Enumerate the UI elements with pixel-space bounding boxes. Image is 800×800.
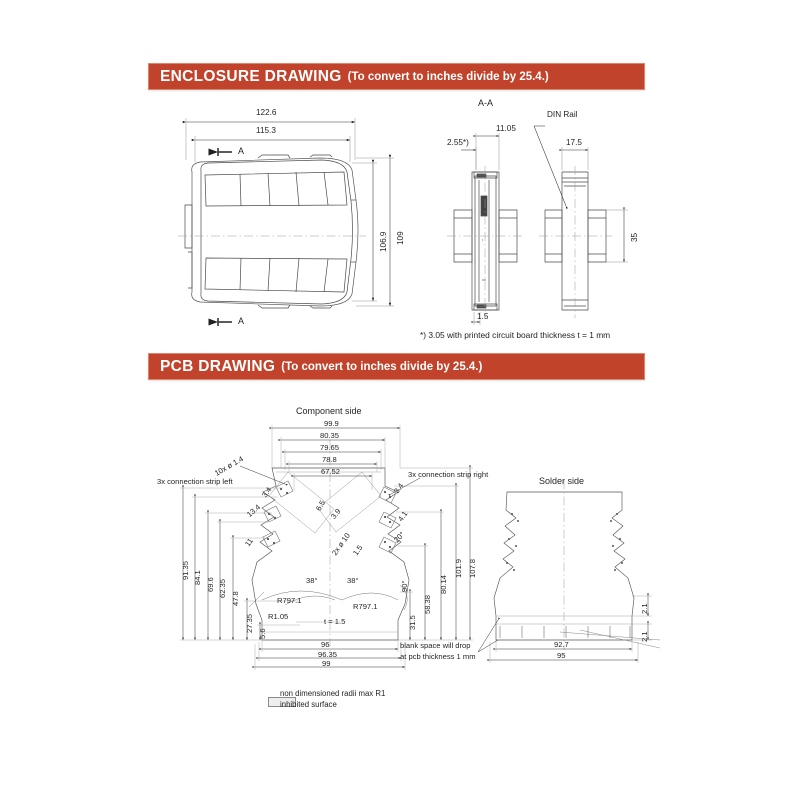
dim-din-depth: 17.5	[566, 138, 582, 147]
dim-section-pcb-slot: 2.55*)	[447, 138, 469, 147]
note-blank-drop-line1: blank space will drop	[400, 641, 471, 650]
note-blank-drop-line2: at pcb thickness 1 mm	[400, 652, 476, 661]
dim-pcb-left-6: 5.6	[258, 628, 267, 639]
section-title-pcb: PCB DRAWING	[160, 357, 276, 375]
dim-pcb-small-3: 3.9	[329, 506, 343, 521]
angle-pcb-0: 38°	[306, 576, 318, 585]
radius-pcb-0: R797.1	[277, 596, 302, 605]
dim-pcb-left-2: 69.6	[206, 577, 215, 592]
dim-pcb-right-2: 80.14	[439, 574, 448, 594]
drop-hatch	[499, 626, 631, 638]
dim-pcb-top-0: 99.9	[324, 419, 339, 428]
angle-pcb-2: 90°	[400, 580, 409, 592]
dim-pcb-small-4: 4.1	[396, 509, 410, 524]
dim-solder-2: 2.1	[640, 603, 649, 614]
dim-pcb-right-4: 31.5	[408, 615, 417, 630]
pcb-thickness-note: t = 1.5	[324, 617, 346, 626]
dim-pcb-small-5: 1.5	[351, 543, 365, 558]
dim-pcb-right-1: 101.9	[454, 558, 463, 578]
dim-pcb-right-3: 58.38	[423, 594, 432, 614]
dim-solder-3: 2.1	[640, 631, 649, 642]
pcb-component-side-title: Component side	[296, 406, 362, 416]
section-mark-a-top: A	[238, 146, 245, 156]
note-hole-diameter: 10x ø 1.4	[213, 454, 245, 478]
dim-pcb-left-5: 27.35	[245, 613, 254, 633]
callout-din-rail: DIN Rail	[547, 110, 578, 119]
enclosure-footnote: *) 3.05 with printed circuit board thick…	[420, 330, 611, 340]
dim-pcb-small-7: 3.4	[260, 485, 274, 500]
pcb-right-dimension-lines	[394, 465, 473, 641]
section-aa-view	[453, 171, 518, 311]
dim-solder-0: 92.7	[554, 640, 569, 649]
radius-pcb-1: R797.1	[353, 602, 378, 611]
dim-pcb-top-2: 79.65	[320, 443, 340, 452]
dim-enclosure-overall-height: 109	[396, 231, 405, 245]
note-slot-diameter: 2x ø 10	[330, 531, 352, 558]
callout-connection-strip-left: 3x connection strip left	[157, 477, 233, 486]
dim-enclosure-inner-width: 115.3	[256, 126, 276, 135]
dim-pcb-small-1: 11	[243, 536, 255, 549]
pcb-solder-dimension-lines	[477, 593, 661, 663]
pcb-solder-outline	[493, 491, 635, 641]
section-header-enclosure: ENCLOSURE DRAWING (To convert to inches …	[148, 63, 645, 90]
enclosure-front-view	[184, 154, 359, 309]
callout-connection-strip-right: 3x connection strip right	[408, 470, 489, 479]
radius-pcb-2: R1.05	[268, 612, 289, 621]
dim-pcb-top-1: 80.35	[320, 431, 340, 440]
section-mark-a-bottom: A	[238, 316, 245, 326]
dim-pcb-right-0: 107.8	[468, 558, 477, 578]
front-view-dimension-lines	[182, 118, 394, 326]
legend-line-1: non dimensioned radii max R1	[280, 689, 386, 698]
dim-pcb-left-4: 47.8	[231, 591, 240, 606]
dim-section-wall: 1.5	[477, 312, 489, 321]
angle-pcb-3: 20°	[392, 529, 407, 545]
dim-enclosure-inner-height: 106.9	[379, 231, 388, 253]
legend-swatch-inhibited-surface	[268, 697, 296, 707]
dim-pcb-bottom-2: 99	[322, 659, 331, 668]
pcb-solder-side-title: Solder side	[539, 476, 585, 486]
dim-enclosure-overall-width: 122.6	[256, 108, 277, 117]
dim-solder-1: 95	[557, 651, 566, 660]
dim-pcb-left-1: 84.1	[193, 570, 202, 585]
legend-line-2: inhibited surface	[280, 700, 337, 710]
dim-pcb-small-6: 3.4	[392, 481, 406, 496]
dim-pcb-left-3: 62.35	[218, 578, 227, 598]
dim-pcb-top-4: 67.52	[321, 467, 341, 476]
section-subtitle-enclosure: (To convert to inches divide by 25.4.)	[347, 70, 549, 83]
angle-pcb-1: 38°	[347, 576, 359, 585]
section-subtitle-pcb: (To convert to inches divide by 25.4.)	[281, 360, 483, 373]
section-header-pcb: PCB DRAWING (To convert to inches divide…	[148, 353, 645, 380]
dim-pcb-left-0: 91.35	[181, 560, 190, 580]
dim-section-depth: 11.05	[496, 124, 516, 133]
dim-pcb-small-2: 6.5	[314, 498, 328, 513]
section-view-label: A-A	[478, 98, 494, 108]
dim-pcb-small-0: 13.4	[245, 502, 263, 519]
section-title-enclosure: ENCLOSURE DRAWING	[160, 67, 342, 85]
dim-pcb-bottom-1: 96.35	[318, 650, 338, 659]
dim-pcb-top-3: 78.8	[322, 455, 337, 464]
legend-text: non dimensioned radii max R1 inhibited s…	[280, 688, 385, 711]
section-aa-dimension-lines	[461, 133, 500, 325]
dim-pcb-bottom-0: 96	[321, 640, 330, 649]
dim-din-rail-height: 35	[630, 232, 639, 242]
din-rail-view	[544, 171, 607, 311]
